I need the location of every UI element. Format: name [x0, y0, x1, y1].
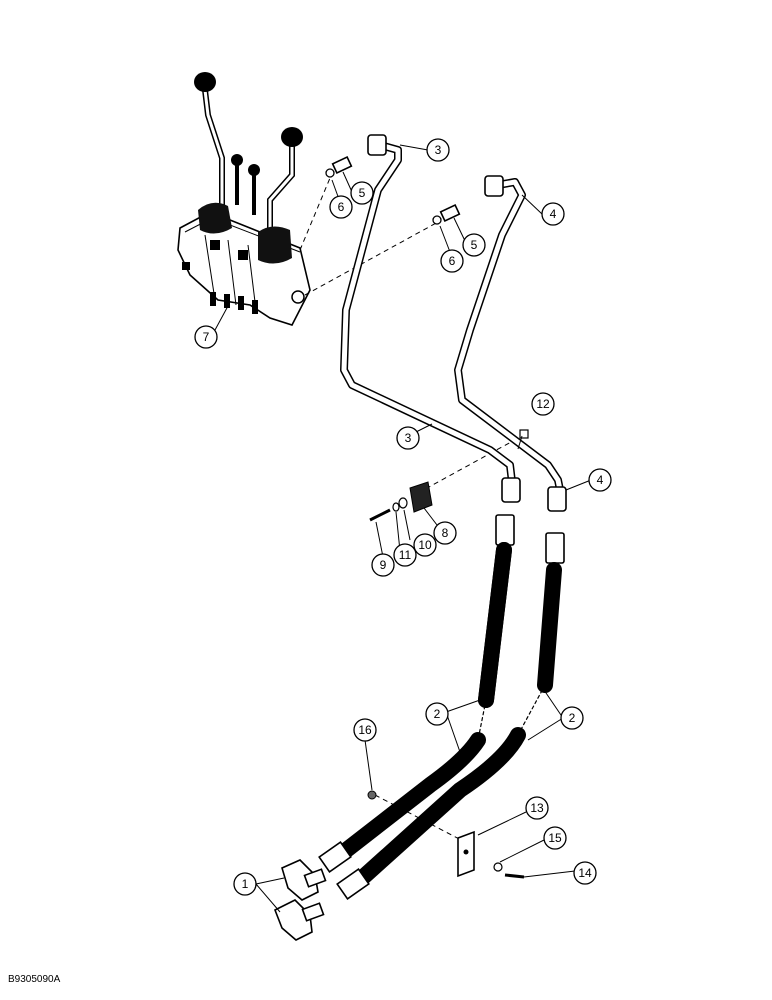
svg-text:2: 2 [569, 711, 576, 725]
callout-9: 9 [371, 553, 395, 577]
svg-text:6: 6 [449, 254, 456, 268]
hydraulic-hose-left [318, 514, 515, 873]
port-line-upper [299, 177, 331, 251]
callout-10: 10 [413, 533, 437, 557]
svg-text:7: 7 [203, 330, 210, 344]
svg-text:10: 10 [418, 538, 432, 552]
steel-tube-3 [340, 134, 521, 503]
steel-tube-4 [454, 175, 567, 512]
control-valve-assembly [177, 72, 311, 326]
callout-3-upper: 3 [426, 138, 450, 162]
callout-2-right: 2 [560, 706, 584, 730]
callout-6-lower: 6 [440, 249, 464, 273]
callout-4-upper: 4 [541, 202, 565, 226]
hose-clip-bracket [457, 830, 475, 878]
svg-text:11: 11 [399, 548, 412, 562]
callout-16: 16 [353, 718, 377, 742]
adapter-fitting-upper [325, 156, 353, 178]
adapter-fitting-lower [432, 204, 461, 225]
svg-text:8: 8 [442, 526, 449, 540]
callout-15: 15 [543, 826, 567, 850]
svg-text:13: 13 [530, 801, 544, 815]
hydraulic-hose-right [336, 532, 565, 900]
callout-7: 7 [194, 325, 218, 349]
leader-lines [214, 144, 592, 913]
svg-text:5: 5 [359, 186, 366, 200]
washer [493, 862, 503, 872]
svg-text:1: 1 [242, 877, 249, 891]
svg-text:5: 5 [471, 238, 478, 252]
tube-clamp-bracket [369, 429, 529, 522]
svg-text:4: 4 [550, 207, 557, 221]
svg-text:16: 16 [358, 723, 372, 737]
svg-text:14: 14 [578, 866, 592, 880]
lock-nut [367, 790, 377, 800]
figure-code: B9305090A [8, 974, 61, 985]
svg-text:6: 6 [338, 200, 345, 214]
callout-1: 1 [233, 872, 257, 896]
bracket-bolt-line [417, 435, 523, 494]
callout-8: 8 [433, 521, 457, 545]
callout-4-lower: 4 [588, 468, 612, 492]
callout-5-upper: 5 [350, 181, 374, 205]
callout-2-left: 2 [425, 702, 449, 726]
svg-text:4: 4 [597, 473, 604, 487]
svg-text:15: 15 [548, 831, 562, 845]
svg-text:3: 3 [435, 143, 442, 157]
svg-text:9: 9 [380, 558, 387, 572]
callout-5-lower: 5 [462, 233, 486, 257]
svg-text:3: 3 [405, 431, 412, 445]
callout-12: 12 [531, 392, 555, 416]
port-line-lower [304, 221, 439, 296]
callout-13: 13 [525, 796, 549, 820]
callout-11: 11 [393, 543, 417, 567]
elbow-fitting-lower [273, 899, 325, 941]
svg-text:2: 2 [434, 707, 441, 721]
callout-3-lower: 3 [396, 426, 420, 450]
cap-screw [504, 873, 525, 879]
callout-14: 14 [573, 861, 597, 885]
svg-text:12: 12 [536, 397, 550, 411]
clip-line [374, 794, 466, 843]
elbow-fitting-upper [281, 859, 327, 901]
callout-6-upper: 6 [329, 195, 353, 219]
